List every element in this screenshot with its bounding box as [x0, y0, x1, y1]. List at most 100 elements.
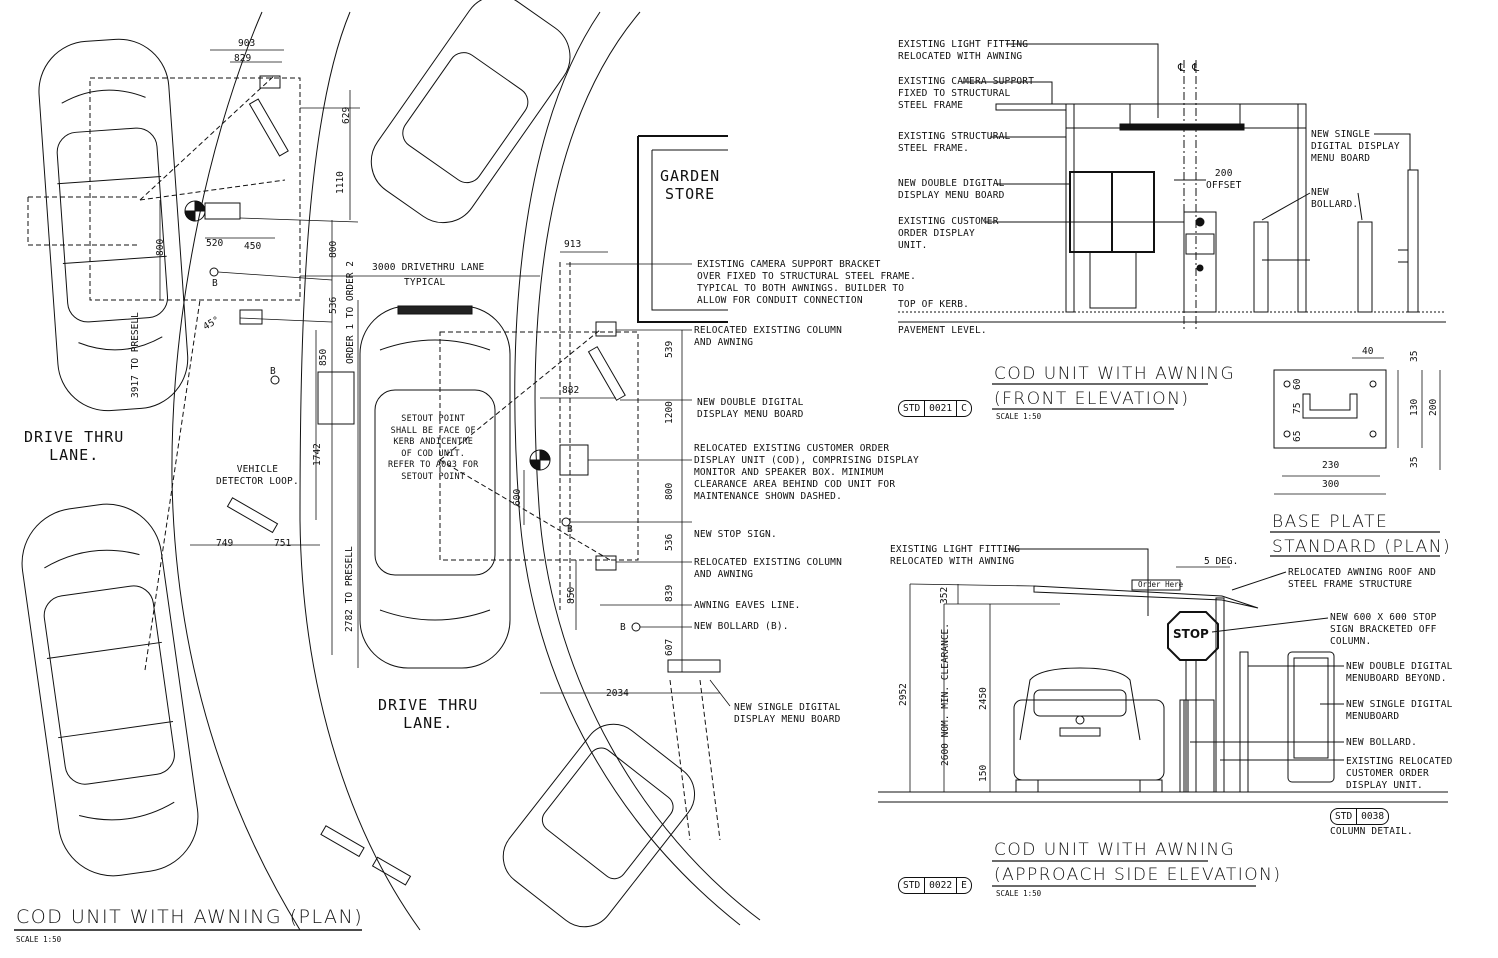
setout-point-label: SETOUT POINT SHALL BE FACE OF KERB ANDIC…	[388, 414, 479, 482]
column-std-tag: STD 0038	[1330, 808, 1390, 825]
tag-number: 0021	[925, 401, 958, 416]
tag-letter: C	[961, 403, 967, 414]
plan-scale: SCALE 1:50	[16, 935, 62, 944]
dim-882: 882	[562, 385, 580, 396]
bp-dim-60: 60	[1292, 378, 1303, 390]
dim-839: 839	[664, 584, 675, 602]
callout-stop-sign: NEW STOP SIGN.	[694, 529, 777, 540]
approach-note-double-menu: NEW DOUBLE DIGITAL MENUBOARD BEYOND.	[1346, 661, 1453, 684]
car-plan-top-right	[370, 0, 571, 224]
dim-536: 536	[328, 296, 339, 314]
dim-607: 607	[664, 638, 675, 656]
ap-dim-352: 352	[939, 586, 950, 604]
cod-units-plan	[184, 75, 721, 886]
drive-thru-left-label: DRIVE THRU LANE.	[24, 428, 125, 464]
tag-std: STD	[1331, 809, 1358, 824]
bollard-b-label: B	[620, 622, 626, 633]
drive-thru-bottom-label: DRIVE THRU LANE.	[378, 696, 479, 732]
approach-note-light-fitting: EXISTING LIGHT FITTING RELOCATED WITH AW…	[890, 544, 1021, 567]
offset-200-label: 200 OFFSET	[1206, 168, 1242, 191]
front-note-cod-unit: EXISTING CUSTOMER ORDER DISPLAY UNIT.	[898, 216, 999, 251]
approach-scale: SCALE 1:50	[996, 889, 1042, 898]
base-plate-lines	[1273, 357, 1441, 495]
order-here-sign: Order Here	[1138, 580, 1184, 589]
callout-relocated-column-2: RELOCATED EXISTING COLUMN AND AWNING	[694, 557, 842, 580]
car-plan-bottom-right	[502, 723, 696, 928]
tag-letter: E	[961, 880, 967, 891]
dim-450: 450	[244, 241, 262, 252]
dim-800: 800	[328, 240, 339, 258]
front-scale: SCALE 1:50	[996, 412, 1042, 421]
ap-dim-2450: 2450	[978, 687, 989, 710]
callout-cod-unit: RELOCATED EXISTING CUSTOMER ORDER DISPLA…	[694, 443, 919, 502]
dim-2034: 2034	[606, 688, 629, 699]
typical-label: TYPICAL	[404, 277, 446, 288]
bp-dim-75: 75	[1292, 402, 1303, 414]
dim-850: 850	[318, 348, 329, 366]
front-std-tag: STD 0021 C	[898, 400, 972, 417]
front-note-top-of-kerb: TOP OF KERB.	[898, 299, 970, 310]
bp-dim-230: 230	[1322, 460, 1340, 471]
tag-std: STD	[899, 878, 926, 893]
dim-1200: 1200	[664, 401, 675, 424]
stop-sign-text: STOP	[1173, 627, 1209, 641]
front-note-camera-support: EXISTING CAMERA SUPPORT FIXED TO STRUCTU…	[898, 76, 1035, 111]
dim-903: 903	[238, 38, 256, 49]
bp-dim-35: 35	[1409, 350, 1420, 362]
front-note-double-menu-board: NEW DOUBLE DIGITAL DISPLAY MENU BOARD	[898, 178, 1005, 201]
front-note-single-menu-board: NEW SINGLE DIGITAL DISPLAY MENU BOARD	[1311, 129, 1400, 164]
callout-relocated-column: RELOCATED EXISTING COLUMN AND AWNING	[694, 325, 842, 348]
drive-lane-dim: 3000 DRIVETHRU LANE	[372, 262, 485, 273]
bp-dim-40: 40	[1362, 346, 1374, 357]
bollard-b-label: B	[567, 524, 573, 535]
bp-dim-130: 130	[1409, 398, 1420, 416]
dim-829: 829	[234, 53, 252, 64]
dim-1742: 1742	[312, 443, 323, 466]
kerb-curves	[171, 11, 761, 931]
dim-800: 800	[155, 238, 166, 256]
bp-dim-35: 35	[1409, 456, 1420, 468]
clearance-areas	[27, 74, 721, 841]
front-note-light-fitting: EXISTING LIGHT FITTING RELOCATED WITH AW…	[898, 39, 1029, 62]
approach-note-stop-sign: NEW 600 X 600 STOP SIGN BRACKETED OFF CO…	[1330, 612, 1437, 647]
garden-store-outline	[637, 135, 728, 323]
dim-600: 600	[512, 488, 523, 506]
garden-store-label: GARDEN STORE	[660, 167, 721, 203]
ap-dim-2952: 2952	[898, 683, 909, 706]
approach-title: COD UNIT WITH AWNING (APPROACH SIDE ELEV…	[994, 840, 1282, 885]
ap-dim-2600: 2600 NOM. MIN. CLEARANCE.	[940, 623, 951, 766]
five-degree-label: 5 DEG.	[1204, 556, 1239, 567]
bp-dim-65: 65	[1292, 430, 1303, 442]
approach-note-awning-roof: RELOCATED AWNING ROOF AND STEEL FRAME ST…	[1288, 567, 1436, 590]
bp-dim-200: 200	[1428, 398, 1439, 416]
approach-note-single-menu: NEW SINGLE DIGITAL MENUBOARD	[1346, 699, 1453, 722]
bollard-b-label: B	[212, 278, 218, 289]
baseplate-title: BASE PLATE STANDARD (PLAN)	[1272, 512, 1452, 557]
dim-913: 913	[564, 239, 582, 250]
dim-520: 520	[206, 238, 224, 249]
callout-eaves-line: AWNING EAVES LINE.	[694, 600, 801, 611]
front-note-bollard: NEW BOLLARD.	[1311, 187, 1359, 210]
dim-629: 629	[341, 106, 352, 124]
callout-bollard: NEW BOLLARD (B).	[694, 621, 789, 632]
callout-double-menu-board: NEW DOUBLE DIGITAL DISPLAY MENU BOARD	[697, 397, 804, 420]
front-title: COD UNIT WITH AWNING (FRONT ELEVATION)	[994, 364, 1236, 409]
dim-539: 539	[664, 340, 675, 358]
dim-749: 749	[216, 538, 234, 549]
callout-camera-bracket: EXISTING CAMERA SUPPORT BRACKET OVER FIX…	[697, 259, 917, 306]
front-note-pavement-level: PAVEMENT LEVEL.	[898, 325, 987, 336]
approach-note-cod-unit: EXISTING RELOCATED CUSTOMER ORDER DISPLA…	[1346, 756, 1453, 791]
column-detail-label: COLUMN DETAIL.	[1330, 826, 1413, 837]
vehicle-detector-label: VEHICLE DETECTOR LOOP.	[216, 464, 299, 487]
approach-std-tag: STD 0022 E	[898, 877, 972, 894]
plan-dimension-lines	[159, 49, 731, 707]
plan-title: COD UNIT WITH AWNING (PLAN)	[16, 906, 364, 928]
dim-800: 800	[664, 482, 675, 500]
tag-number: 0022	[925, 878, 958, 893]
dim-1110: 1110	[335, 171, 346, 194]
bollard-b-label: B	[270, 366, 276, 377]
approach-note-bollard: NEW BOLLARD.	[1346, 737, 1418, 748]
tag-std: STD	[899, 401, 926, 416]
